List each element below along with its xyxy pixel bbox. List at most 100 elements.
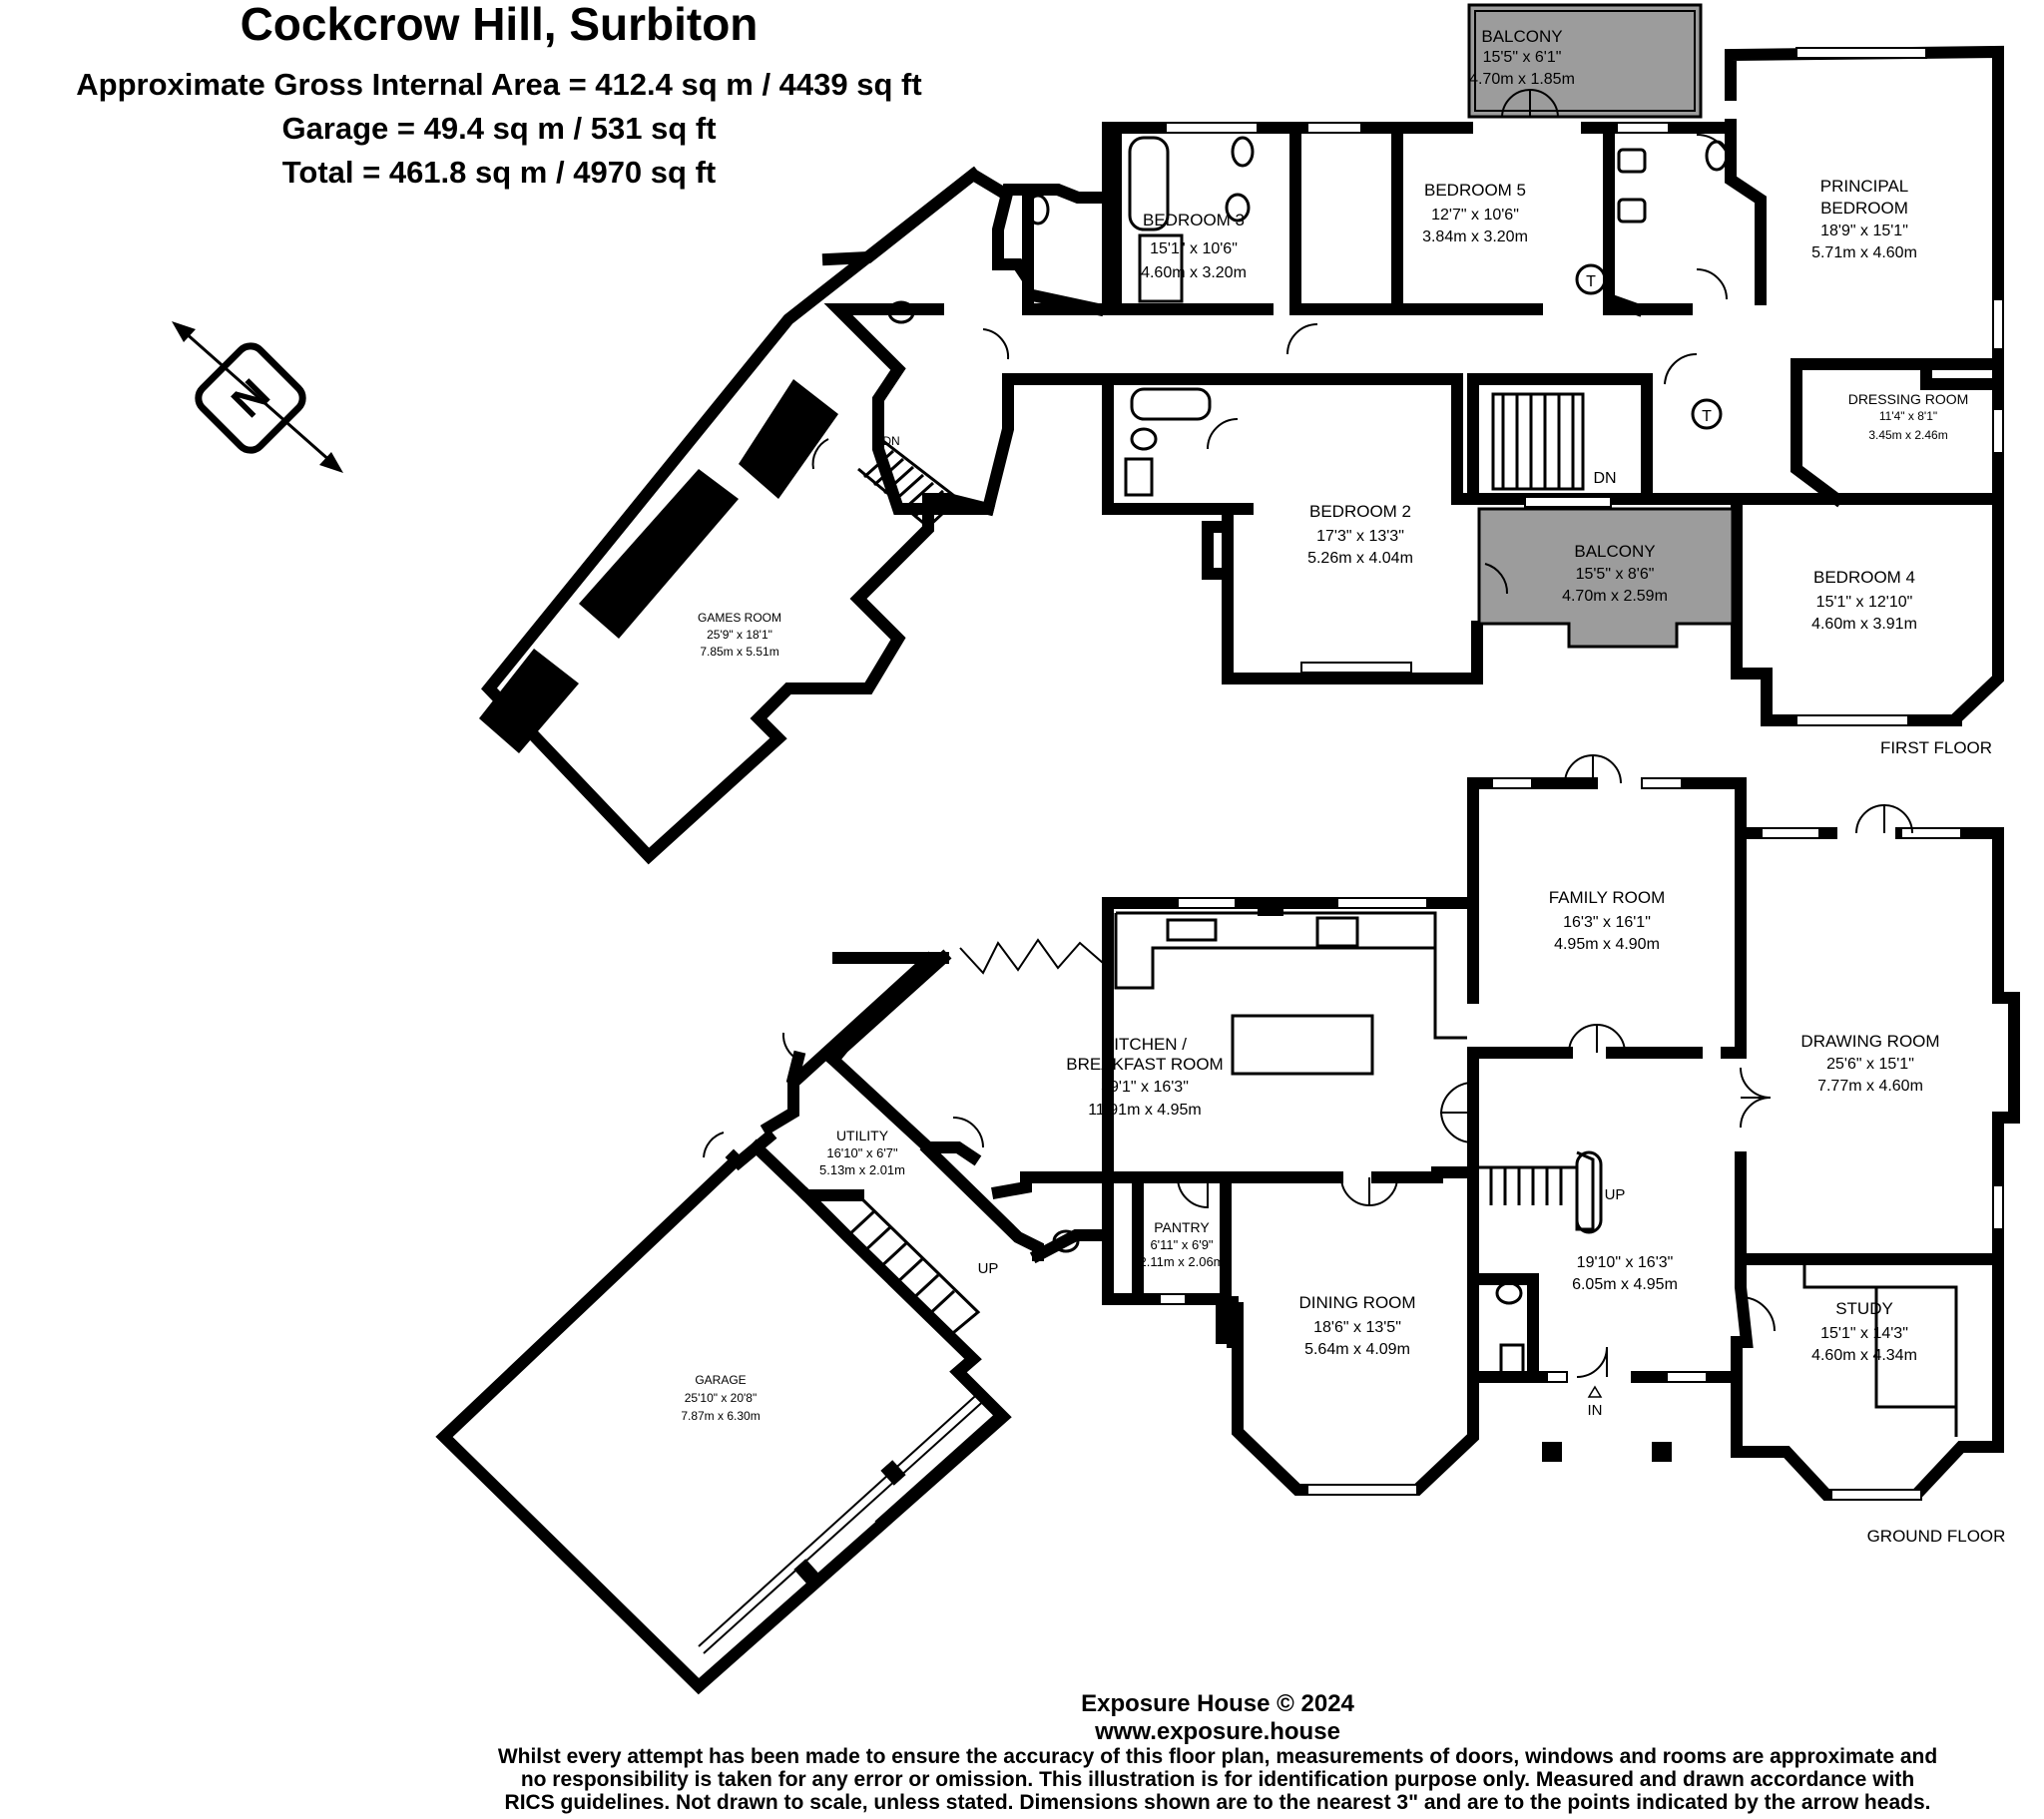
games-room-wall-block [739,379,838,499]
room-imperial-pantry: 6'11" x 6'9" [1150,1237,1213,1252]
room-imperial-dining-room: 18'6" x 13'5" [1313,1319,1401,1336]
games-room-wall-block [579,469,739,639]
tank-label: T [1586,273,1596,290]
porch-pillar [1652,1442,1672,1462]
stair-down-label: DN [1593,470,1616,487]
room-imperial-balcony-top: 15'5" x 6'1" [1483,49,1562,66]
room-imperial-garage: 25'10" x 20'8" [685,1391,758,1405]
room-name-balcony-top: BALCONY [1481,27,1562,46]
room-metric-family-room: 4.95m x 4.90m [1554,936,1660,953]
room-imperial-family-room: 16'3" x 16'1" [1563,914,1651,931]
room-metric-study: 4.60m x 4.34m [1811,1347,1917,1364]
footer-disclaimer: Whilst every attempt has been made to en… [399,1745,2036,1814]
room-imperial-dressing-room: 11'4" x 8'1" [1879,409,1937,423]
room-metric-bedroom-5: 3.84m x 3.20m [1422,228,1528,245]
room-imperial-drawing-room: 25'6" x 15'1" [1826,1056,1914,1073]
entrance-arrow-icon [1587,1385,1603,1398]
room-name-kitchen: KITCHEN / [1103,1035,1187,1054]
windows-first-floor [1165,47,2004,726]
room-imperial-hall: 19'10" x 16'3" [1577,1254,1674,1271]
room-metric-garage: 7.87m x 6.30m [681,1409,760,1423]
stair-up-label: UP [1605,1186,1626,1203]
room-name-pantry: PANTRY [1154,1219,1210,1235]
room-name-bedroom-2: BEDROOM 2 [1309,502,1411,521]
first-floor-plan: T T [479,3,2004,865]
porch-pillar [1542,1442,1562,1462]
tank-icon [1691,398,1723,430]
room-name-principal-bedroom-2: BEDROOM [1820,199,1908,218]
room-metric-dining-room: 5.64m x 4.09m [1304,1341,1410,1358]
tank-icon [1575,263,1607,295]
disclaimer-line: RICS guidelines. Not drawn to scale, unl… [504,1791,1931,1814]
first-floor-label: FIRST FLOOR [1880,738,1992,757]
north-arrow-icon: N [172,321,343,473]
room-name-games-room: GAMES ROOM [698,611,781,625]
room-imperial-utility: 16'10" x 6'7" [826,1145,898,1160]
room-imperial-kitchen: 39'1" x 16'3" [1101,1079,1189,1096]
room-name-garage: GARAGE [695,1373,746,1387]
bath-fixtures-first-floor [887,136,1729,497]
room-name-study: STUDY [1835,1299,1893,1318]
ground-floor-label: GROUND FLOOR [1867,1527,2006,1546]
disclaimer-line: no responsibility is taken for any error… [520,1768,1915,1791]
room-metric-kitchen: 11.91m x 4.95m [1088,1102,1202,1119]
plan-title: Cockcrow Hill, Surbiton [240,0,759,50]
room-metric-balcony-top: 4.70m x 1.85m [1469,71,1575,88]
room-metric-utility: 5.13m x 2.01m [819,1162,905,1177]
hall-stairs [1479,1150,1603,1234]
garage-area: Garage = 49.4 sq m / 531 sq ft [281,111,717,146]
stair-up-label: UP [978,1260,999,1277]
room-name-balcony-lower: BALCONY [1574,542,1655,561]
tank-label: T [1702,408,1712,425]
doors-first-floor [811,88,1733,595]
room-name-kitchen-2: BREAKFAST ROOM [1066,1055,1223,1074]
windows-ground-floor [1159,777,2004,1501]
kitchen-fixtures [1052,900,1525,1375]
room-imperial-principal-bedroom: 18'9" x 15'1" [1820,223,1908,239]
room-metric-bedroom-4: 4.60m x 3.91m [1811,616,1917,633]
room-name-bedroom-5: BEDROOM 5 [1424,181,1526,200]
balcony-top [1467,3,1703,119]
room-metric-principal-bedroom: 5.71m x 4.60m [1811,244,1917,261]
total-area: Total = 461.8 sq m / 4970 sq ft [281,155,717,190]
ground-floor-plan: FAMILY ROOM 16'3" x 16'1" 4.95m x 4.90m … [435,753,2020,1695]
room-metric-dressing-room: 3.45m x 2.46m [1868,428,1947,442]
room-imperial-balcony-lower: 15'5" x 8'6" [1576,566,1655,583]
room-imperial-bedroom-2: 17'3" x 13'3" [1316,528,1404,545]
room-metric-bedroom-2: 5.26m x 4.04m [1307,550,1413,567]
room-name-dressing-room: DRESSING ROOM [1848,391,1969,407]
room-metric-games-room: 7.85m x 5.51m [700,645,778,659]
entrance-label: IN [1588,1402,1603,1419]
room-imperial-games-room: 25'9" x 18'1" [707,628,772,642]
room-name-utility: UTILITY [836,1128,889,1143]
room-metric-drawing-room: 7.77m x 4.60m [1817,1078,1923,1095]
room-imperial-bedroom-5: 12'7" x 10'6" [1431,207,1519,224]
footer-company: Exposure House © 2024 [1081,1690,1354,1717]
landing-stairs [1491,392,1585,491]
stair-down-label: DN [882,434,899,448]
disclaimer-line: Whilst every attempt has been made to en… [497,1745,1938,1768]
room-name-principal-bedroom: PRINCIPAL [1820,177,1909,196]
balcony-lower [1477,507,1735,649]
gross-area: Approximate Gross Internal Area = 412.4 … [76,67,922,102]
room-name-drawing-room: DRAWING ROOM [1800,1032,1939,1051]
room-name-family-room: FAMILY ROOM [1549,888,1666,907]
doors-ground-floor [703,753,1913,1378]
compass-letter: N [223,370,279,427]
room-name-bedroom-3: BEDROOM 3 [1143,211,1245,229]
room-name-bedroom-4: BEDROOM 4 [1813,568,1915,587]
room-metric-bedroom-3: 4.60m x 3.20m [1141,264,1247,281]
room-imperial-bedroom-4: 15'1" x 12'10" [1816,594,1913,611]
room-metric-balcony-lower: 4.70m x 2.59m [1562,588,1668,605]
footer-url: www.exposure.house [1095,1718,1340,1745]
room-metric-pantry: 2.11m x 2.06m [1139,1254,1224,1269]
room-name-dining-room: DINING ROOM [1298,1293,1415,1312]
room-metric-hall: 6.05m x 4.95m [1572,1276,1678,1293]
dining-chimney-block [1216,1302,1244,1344]
room-imperial-study: 15'1" x 14'3" [1820,1325,1908,1342]
games-room-wall-block [479,649,579,753]
games-room-stairs [857,439,961,529]
utility-stairs [831,1193,981,1340]
